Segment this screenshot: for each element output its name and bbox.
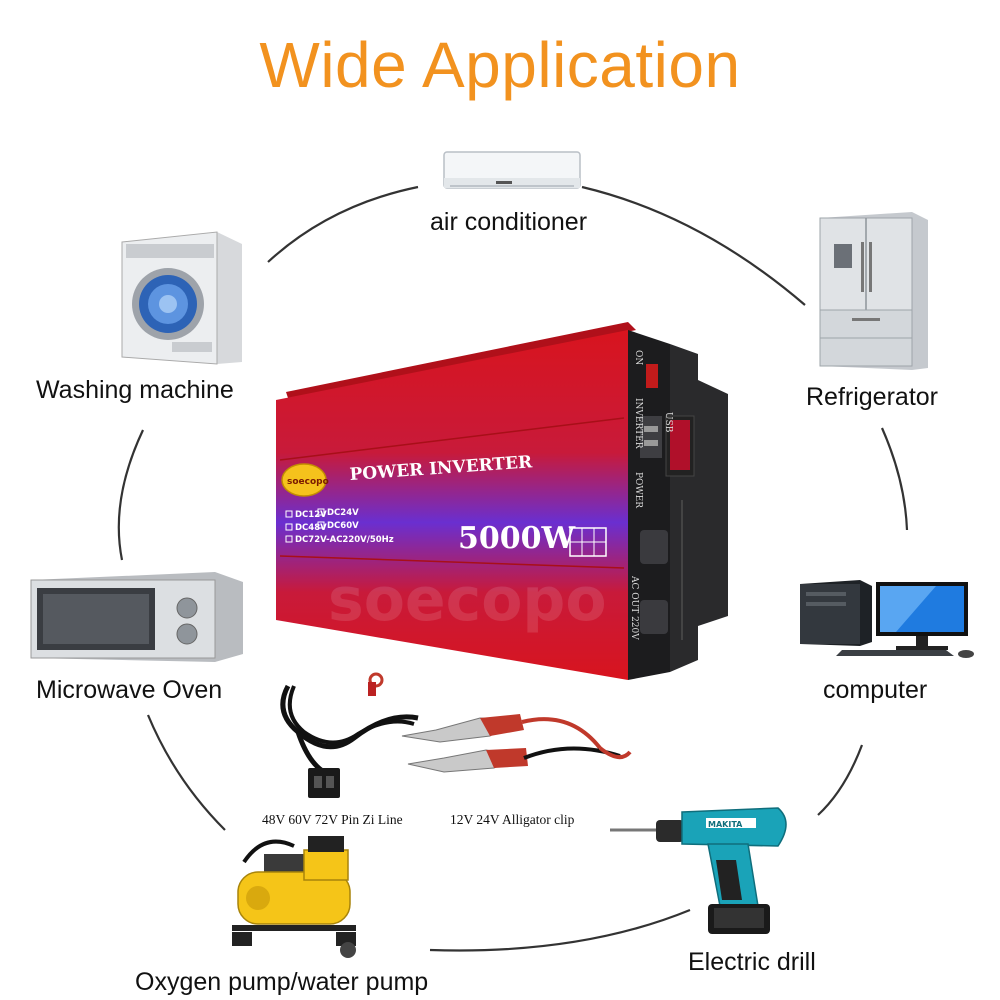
ring-arc: [267, 185, 419, 263]
ring-arc: [817, 744, 864, 816]
wattage-text: 5000W: [458, 521, 576, 556]
oxygen-pump-label: Oxygen pump/water pump: [135, 968, 429, 996]
side-label-power: POWER: [633, 472, 643, 508]
air-conditioner-label: air conditioner: [430, 208, 588, 236]
computer-icon: [800, 580, 974, 658]
alligator-clip-caption: 12V 24V Alligator clip: [450, 812, 575, 827]
voltage-option-text: DC24V: [327, 508, 359, 518]
ring-arc: [117, 429, 144, 561]
washing-machine-icon: [121, 231, 242, 365]
drill-brand-text: MAKITA: [708, 820, 743, 829]
alligator-clip-image: [401, 714, 632, 773]
ring-arc: [880, 427, 909, 531]
microwave-label: Microwave Oven: [36, 676, 223, 704]
washing-machine-label: Washing machine: [36, 376, 234, 404]
side-label-usb: USB: [663, 412, 673, 433]
page-title: Wide Application: [259, 29, 741, 101]
oxygen-pump-icon: [232, 836, 356, 958]
pin-line-caption: 48V 60V 72V Pin Zi Line: [262, 812, 403, 827]
air-conditioner-icon: [443, 151, 581, 189]
electric-drill-icon: MAKITA: [610, 807, 787, 934]
ring-arc: [146, 714, 226, 831]
power-inverter-image: soecopo POWER INVERTER DC12V DC24V DC48V…: [276, 322, 728, 680]
computer-label: computer: [823, 676, 928, 704]
refrigerator-label: Refrigerator: [806, 383, 938, 411]
ring-arc: [581, 185, 806, 306]
side-label-on: ON: [633, 350, 643, 365]
ring-arc: [429, 908, 691, 952]
electric-drill-label: Electric drill: [688, 948, 816, 976]
microwave-icon: [30, 572, 243, 662]
brand-badge-text: soecopo: [287, 477, 329, 487]
side-label-ac-out: AC OUT 220V: [629, 575, 639, 640]
side-label-inverter: INVERTER: [633, 398, 643, 449]
refrigerator-icon: [819, 212, 928, 370]
voltage-option-text: DC48V: [295, 523, 327, 533]
voltage-option-text: DC12V: [295, 510, 327, 520]
watermark-text: soecopo: [328, 565, 607, 635]
voltage-option-text: DC60V: [327, 521, 359, 531]
pin-line-cable-image: [280, 672, 419, 798]
spec-line-text: DC72V-AC220V/50Hz: [295, 535, 394, 545]
